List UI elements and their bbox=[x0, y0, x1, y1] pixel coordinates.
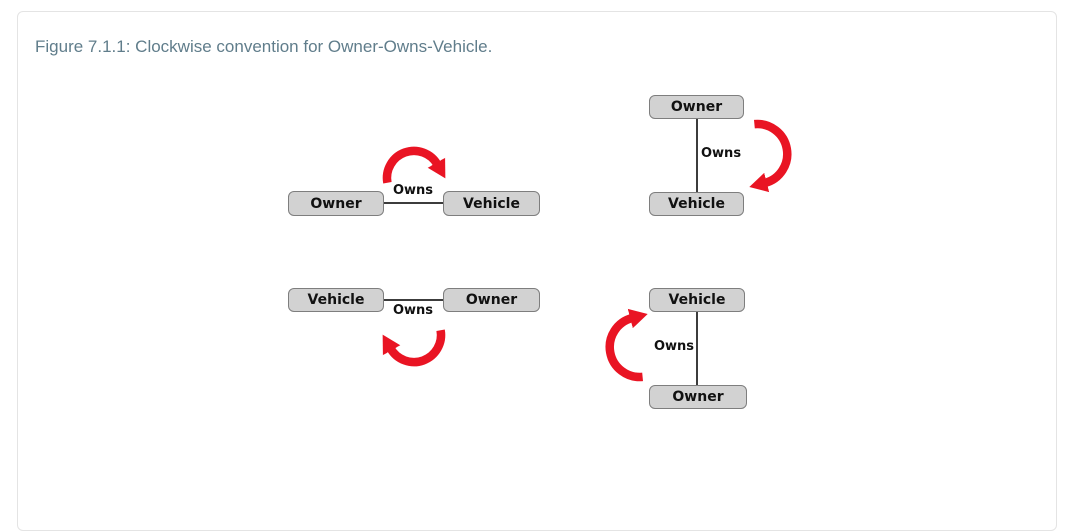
figure-caption: Figure 7.1.1: Clockwise convention for O… bbox=[35, 37, 493, 56]
entity-box: Vehicle bbox=[443, 191, 540, 216]
entity-box: Owner bbox=[649, 385, 747, 409]
entity-box: Owner bbox=[649, 95, 744, 119]
relationship-line bbox=[696, 119, 698, 192]
entity-box: Vehicle bbox=[649, 192, 744, 216]
diagram-vertical-label-left: Owns Vehicle Owner bbox=[600, 283, 800, 413]
relationship-label: Owns bbox=[653, 339, 694, 354]
entity-box: Vehicle bbox=[288, 288, 384, 312]
figure-card bbox=[17, 11, 1057, 531]
relationship-label: Owns bbox=[701, 146, 742, 161]
relationship-line bbox=[384, 299, 443, 301]
entity-box: Owner bbox=[443, 288, 540, 312]
entity-box: Owner bbox=[288, 191, 384, 216]
relationship-line bbox=[384, 202, 443, 204]
relationship-label: Owns bbox=[392, 183, 434, 198]
diagram-horizontal-label-above: Owns Owner Vehicle bbox=[287, 140, 543, 220]
entity-box: Vehicle bbox=[649, 288, 745, 312]
relationship-line bbox=[696, 312, 698, 385]
relationship-label: Owns bbox=[392, 303, 434, 318]
diagram-vertical-label-right: Owns Owner Vehicle bbox=[600, 90, 800, 220]
diagram-horizontal-label-below: Owns Vehicle Owner bbox=[287, 283, 543, 373]
